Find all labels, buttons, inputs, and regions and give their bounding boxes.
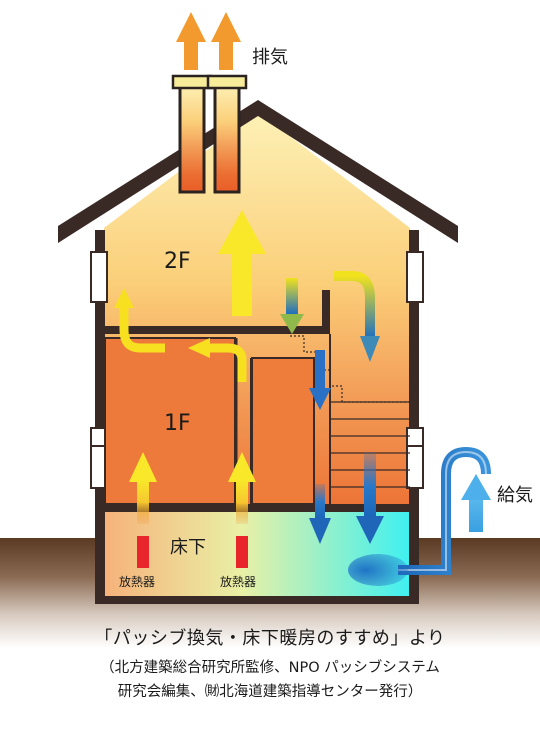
warm-air-rising-arrow bbox=[218, 210, 266, 316]
floor-1f-slab bbox=[104, 504, 410, 512]
foundation-floor bbox=[95, 596, 419, 604]
exhaust-arrow-left bbox=[176, 12, 206, 70]
exhaust-arrow-right bbox=[211, 12, 241, 70]
floor-2f-label: 2F bbox=[164, 249, 191, 274]
supply-air-arrow bbox=[461, 474, 491, 532]
heater-left bbox=[137, 536, 149, 568]
supply-air-duct bbox=[348, 446, 491, 586]
floor-1f-label: 1F bbox=[164, 411, 191, 436]
heater-label-right: 放熱器 bbox=[220, 574, 256, 589]
heater-warm-arrow-left bbox=[129, 452, 157, 524]
caption-title: 「パッシブ換気・床下暖房のすすめ」より bbox=[94, 628, 446, 649]
underfloor-space bbox=[104, 511, 410, 598]
cool-air-down-arrow-1 bbox=[309, 350, 331, 410]
wall-left bbox=[95, 230, 105, 600]
chimney-cap-right bbox=[206, 74, 248, 90]
cool-air-curve-arrow-stairs bbox=[334, 271, 380, 362]
cool-air-descending-arrow-2f bbox=[280, 278, 304, 334]
window-1f-right bbox=[406, 427, 424, 489]
window-2f-left bbox=[90, 251, 108, 303]
cool-air-down-arrow-3 bbox=[356, 452, 384, 544]
heater-warm-arrow-right bbox=[228, 452, 256, 524]
room-1f-right bbox=[251, 357, 315, 505]
cool-air-down-arrow-2 bbox=[309, 484, 331, 544]
supply-label: 給気 bbox=[497, 485, 533, 506]
chimney-left bbox=[178, 82, 206, 194]
warm-air-curve-arrow-2f bbox=[114, 288, 165, 353]
chimney-right bbox=[213, 82, 241, 194]
underfloor-label: 床下 bbox=[170, 537, 206, 558]
window-2f-right bbox=[406, 251, 424, 303]
warm-air-left-arrow-1f bbox=[188, 338, 247, 382]
floor-2f-slab bbox=[104, 326, 330, 334]
stairwell-wall bbox=[322, 290, 330, 334]
wall-right bbox=[409, 230, 419, 600]
caption-source-line-1: （北方建築総合研究所監修、NPO パッシブシステム bbox=[100, 660, 440, 676]
exhaust-label: 排気 bbox=[252, 47, 288, 68]
heater-label-left: 放熱器 bbox=[119, 574, 155, 589]
room-1f-left bbox=[104, 337, 236, 505]
chimney-cap-left bbox=[171, 74, 213, 90]
heater-right bbox=[236, 536, 248, 568]
caption-source-line-2: 研究会編集、㈶北海道建築指導センター発行） bbox=[117, 684, 423, 700]
